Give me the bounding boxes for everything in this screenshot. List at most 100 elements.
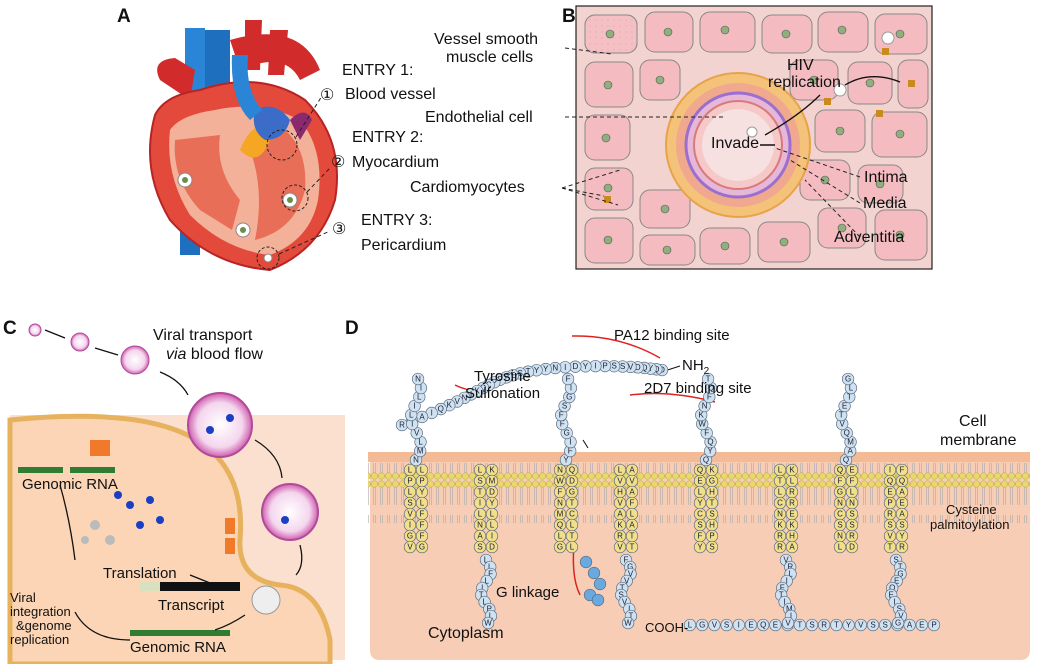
svg-text:A: A (848, 447, 854, 456)
residue-n-terminal: D (569, 360, 582, 373)
residue-loop: V (836, 417, 849, 431)
residue-transmembrane: S (883, 518, 897, 532)
svg-text:W: W (556, 477, 564, 486)
svg-text:F: F (568, 447, 573, 456)
residue-transmembrane: F (895, 463, 909, 477)
cell-membrane-label-line1: Cell (959, 413, 987, 430)
svg-text:Y: Y (563, 456, 569, 465)
svg-text:V: V (407, 543, 413, 552)
residue-transmembrane: G (403, 529, 417, 543)
svg-text:C: C (837, 510, 843, 519)
svg-text:S: S (407, 499, 412, 508)
svg-text:L: L (482, 598, 487, 607)
residue-transmembrane: P (705, 529, 719, 543)
svg-text:I: I (790, 612, 792, 621)
residue-transmembrane: D (485, 540, 499, 554)
residue-transmembrane: S (473, 474, 487, 488)
svg-text:E: E (919, 621, 924, 630)
residue-transmembrane: A (613, 507, 627, 521)
svg-text:V: V (617, 499, 623, 508)
svg-text:P: P (492, 378, 497, 387)
svg-text:T: T (779, 591, 784, 600)
svg-text:R: R (787, 563, 793, 572)
svg-text:T: T (706, 375, 711, 384)
svg-text:I: I (569, 438, 571, 447)
svg-text:S: S (883, 621, 888, 630)
residue-c-terminal: V (708, 618, 721, 632)
residue-transmembrane: A (625, 518, 639, 532)
svg-text:S: S (809, 621, 814, 630)
panel-a-label: A (117, 6, 131, 27)
residue-transmembrane: A (895, 507, 909, 521)
viral-integration-line1: Viral (10, 590, 36, 605)
residue-transmembrane: H (785, 529, 799, 543)
svg-text:I: I (738, 621, 740, 630)
residue-transmembrane: R (895, 540, 909, 554)
svg-text:W: W (484, 619, 492, 628)
residue-transmembrane: V (883, 529, 897, 543)
entry-3-title: ENTRY 3: (361, 212, 433, 229)
svg-text:E: E (889, 591, 894, 600)
residue-transmembrane: S (693, 518, 707, 532)
svg-text:Q: Q (438, 405, 444, 414)
svg-text:T: T (526, 367, 531, 376)
residue-transmembrane: K (613, 518, 627, 532)
residue-loop: W (621, 616, 635, 630)
svg-text:S: S (611, 362, 616, 371)
residue-transmembrane: S (403, 496, 417, 510)
svg-text:A: A (907, 621, 913, 630)
svg-text:M: M (417, 447, 424, 456)
residue-transmembrane: N (845, 496, 859, 510)
residue-transmembrane: F (415, 507, 429, 521)
vessel-smc-label-line1: Vessel smooth (434, 31, 539, 48)
svg-text:Q: Q (708, 384, 714, 393)
svg-text:Q: Q (889, 584, 895, 593)
residue-transmembrane: L (833, 540, 847, 554)
svg-text:N: N (415, 375, 421, 384)
svg-text:P: P (487, 605, 492, 614)
entry-3-subtitle: Pericardium (361, 237, 447, 254)
svg-text:A: A (617, 510, 623, 519)
residue-transmembrane: S (705, 507, 719, 521)
svg-text:L: L (489, 612, 494, 621)
residue-loop: G (563, 390, 576, 404)
svg-text:G: G (569, 488, 575, 497)
svg-text:N: N (477, 521, 483, 530)
svg-text:Q: Q (887, 477, 893, 486)
svg-text:G: G (407, 532, 413, 541)
svg-text:R: R (899, 543, 905, 552)
residue-c-terminal: E (769, 618, 782, 632)
svg-text:Q: Q (697, 466, 703, 475)
svg-text:S: S (887, 521, 892, 530)
svg-text:E: E (849, 466, 854, 475)
svg-text:R: R (789, 499, 795, 508)
residue-loop: S (558, 399, 571, 413)
residue-transmembrane: Y (693, 496, 707, 510)
svg-text:Y: Y (899, 532, 905, 541)
svg-text:S: S (697, 521, 702, 530)
panel-d-label: D (345, 318, 359, 339)
residue-transmembrane: S (705, 540, 719, 554)
residue-loop: W (481, 616, 495, 630)
svg-text:S: S (477, 543, 482, 552)
entry-2-title: ENTRY 2: (352, 129, 424, 146)
svg-text:L: L (420, 499, 425, 508)
residue-transmembrane: S (473, 540, 487, 554)
svg-text:R: R (849, 532, 855, 541)
svg-text:Y: Y (697, 499, 703, 508)
svg-text:C: C (777, 499, 783, 508)
svg-text:L: L (698, 488, 703, 497)
svg-text:T: T (478, 488, 483, 497)
residue-transmembrane: G (565, 485, 579, 499)
svg-text:I: I (481, 584, 483, 593)
svg-text:W: W (698, 420, 706, 429)
svg-text:I: I (470, 390, 472, 399)
svg-text:A: A (789, 543, 795, 552)
svg-text:N: N (557, 466, 563, 475)
svg-text:Q: Q (760, 621, 766, 630)
heart-illustration (149, 20, 338, 272)
svg-text:L: L (417, 393, 422, 402)
svg-text:N: N (413, 456, 419, 465)
svg-text:E: E (789, 510, 794, 519)
residue-loop: Q (839, 453, 853, 467)
